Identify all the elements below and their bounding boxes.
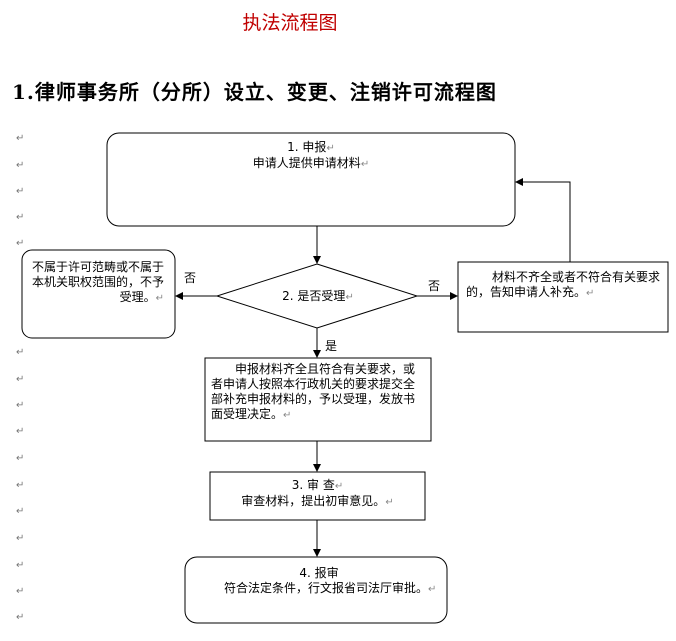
review-box [209,471,426,521]
supplement-box [457,261,669,333]
reject-description: 不属于许可范畴或不属于本机关职权范围的，不予受理。 [32,260,165,304]
paragraph-mark: ↵ [16,347,25,358]
apply-description: 申请人提供申请材料 [252,156,361,170]
page-title: 执法流程图 [242,12,338,34]
supplement-text: 材料不齐全或者不符合有关要求的，告知申请人补充。↵ [466,270,661,299]
edge-label-no-left: 否 [184,271,197,285]
decision-text: 2. 是否受理↵ [282,289,354,303]
accept-description: 申报材料齐全且符合有关要求，或者申请人按照本行政机关的要求提交全部补充申报材料的… [211,362,416,421]
paragraph-marks: ↵ ↵ ↵ ↵ ↵ ↵ ↵ ↵ ↵ ↵ ↵ ↵ ↵ ↵ ↵ ↵ [16,0,30,641]
review-description: 审查材料，提出初审意见。 [241,494,386,508]
review-text: 3. 审 查↵ 审查材料，提出初审意见。↵ [241,478,394,508]
submit-step-label: 4. 报审 [299,566,339,580]
paragraph-mark: ↵ [16,560,25,571]
arrow-supplement-to-apply [515,178,571,262]
accept-text: 申报材料齐全且符合有关要求，或者申请人按照本行政机关的要求提交全部补充申报材料的… [211,362,416,421]
paragraph-mark: ↵ [16,400,25,411]
paragraph-mark: ↵ [16,586,25,597]
submit-text: 4. 报审 符合法定条件，行文报省司法厅审批。↵ [224,566,437,595]
paragraph-mark: ↵ [16,426,25,437]
submit-description: 符合法定条件，行文报省司法厅审批。 [224,581,429,595]
paragraph-mark: ↵ [16,133,25,144]
paragraph-mark: ↵ [16,374,25,385]
decision-label: 2. 是否受理 [282,289,346,303]
accept-box [204,357,432,442]
paragraph-mark: ↵ [16,186,25,197]
supplement-description: 材料不齐全或者不符合有关要求的，告知申请人补充。 [466,270,661,299]
paragraph-mark: ↵ [16,480,25,491]
reject-text: 不属于许可范畴或不属于本机关职权范围的，不予受理。↵ [32,260,165,304]
paragraph-mark: ↵ [16,506,25,517]
apply-text: 1. 申报↵ 申请人提供申请材料↵ [252,140,370,170]
edge-label-yes: 是 [325,339,338,353]
apply-step-label: 1. 申报 [287,140,327,154]
paragraph-mark: ↵ [16,453,25,464]
section-title: 1.律师事务所（分所）设立、变更、注销许可流程图 [12,80,497,104]
paragraph-mark: ↵ [16,212,25,223]
paragraph-mark: ↵ [16,238,25,249]
paragraph-mark: ↵ [16,612,25,623]
review-step-label: 3. 审 查 [291,478,335,492]
submit-box [184,556,448,624]
edge-label-no-right: 否 [428,279,441,293]
paragraph-mark: ↵ [16,533,25,544]
paragraph-mark: ↵ [16,160,25,171]
